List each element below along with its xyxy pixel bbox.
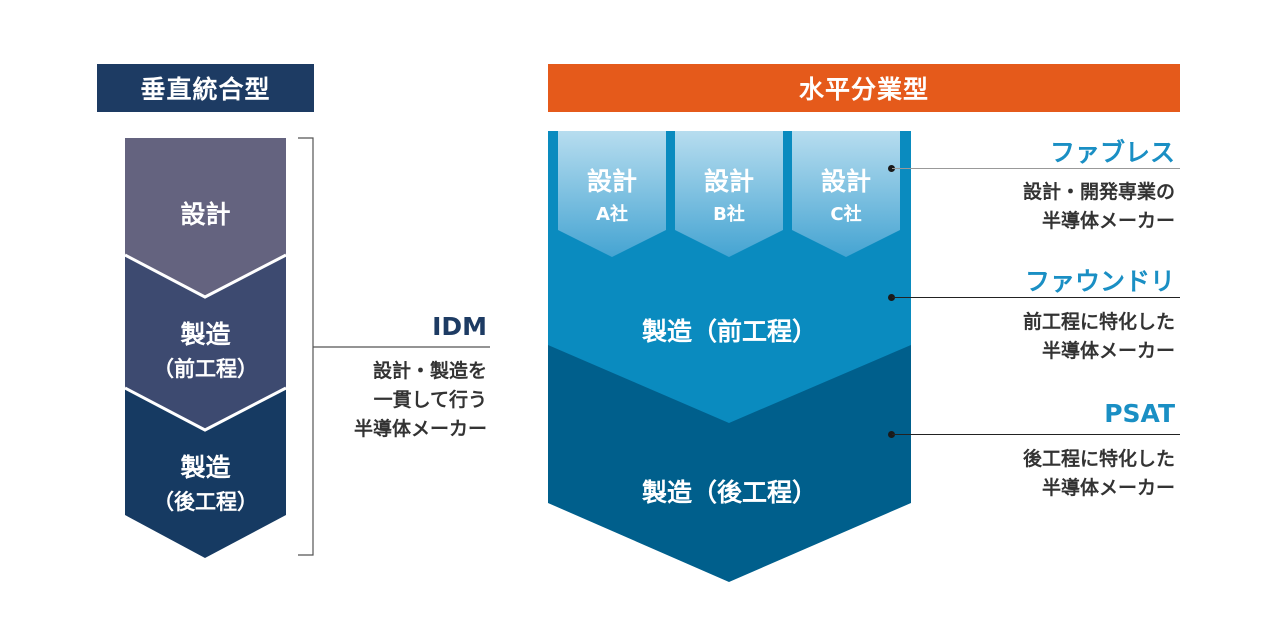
design-tab-a: 設計 A社 xyxy=(558,162,666,226)
vertical-back-line2: （後工程） xyxy=(153,490,258,514)
foundry-desc-line: 半導体メーカー xyxy=(1041,340,1175,362)
fabless-description: 設計・開発専業の 半導体メーカー xyxy=(930,178,1175,236)
vertical-divider-1 xyxy=(124,253,287,299)
design-tab-a-line2: A社 xyxy=(596,204,628,225)
horizontal-front-label: 製造（前工程） xyxy=(641,317,817,346)
design-tab-a-shape xyxy=(558,131,666,257)
idm-desc-line: 一貫して行う xyxy=(373,389,487,411)
design-tab-b-shape xyxy=(675,131,783,257)
design-tab-c-shape xyxy=(792,131,900,257)
design-tab-b: 設計 B社 xyxy=(675,162,783,226)
psat-leader-line xyxy=(892,434,1180,435)
fabless-leader-line xyxy=(892,168,1180,169)
psat-desc-line: 半導体メーカー xyxy=(1041,477,1175,499)
fabless-dot xyxy=(888,165,895,172)
vertical-segment-front xyxy=(125,255,286,430)
vertical-front-label: 製造 （前工程） xyxy=(125,315,286,383)
design-tab-c: 設計 C社 xyxy=(792,162,900,226)
idm-desc-line: 半導体メーカー xyxy=(353,418,487,440)
horizontal-back-label: 製造（後工程） xyxy=(641,478,817,507)
design-tab-c-line2: C社 xyxy=(830,204,862,225)
idm-desc-line: 設計・製造を xyxy=(372,360,487,382)
foundry-leader-line xyxy=(892,297,1180,298)
fabless-desc-line: 設計・開発専業の xyxy=(1022,181,1175,203)
foundry-dot xyxy=(888,294,895,301)
design-tab-b-line2: B社 xyxy=(713,204,745,225)
vertical-back-line1: 製造 xyxy=(180,453,231,482)
idm-description: 設計・製造を 一貫して行う 半導体メーカー xyxy=(300,357,487,444)
vertical-segment-back xyxy=(125,388,286,558)
psat-desc-line: 後工程に特化した xyxy=(1022,448,1175,470)
fabless-desc-line: 半導体メーカー xyxy=(1041,210,1175,232)
psat-title: PSAT xyxy=(1104,399,1175,428)
fabless-title: ファブレス xyxy=(1049,138,1175,167)
vertical-front-line1: 製造 xyxy=(180,320,231,349)
design-tab-b-line1: 設計 xyxy=(703,167,754,196)
design-tab-c-line1: 設計 xyxy=(820,167,871,196)
vertical-divider-2 xyxy=(124,386,287,432)
idm-bracket xyxy=(298,137,314,556)
psat-description: 後工程に特化した 半導体メーカー xyxy=(930,445,1175,503)
psat-dot xyxy=(888,431,895,438)
vertical-integration-header: 垂直統合型 xyxy=(97,64,314,112)
vertical-design-label: 設計 xyxy=(180,200,231,229)
vertical-back-label: 製造 （後工程） xyxy=(125,448,286,516)
design-tab-a-line1: 設計 xyxy=(586,167,637,196)
vertical-front-line2: （前工程） xyxy=(153,357,258,381)
foundry-title: ファウンドリ xyxy=(1024,267,1175,296)
foundry-desc-line: 前工程に特化した xyxy=(1022,311,1175,333)
foundry-description: 前工程に特化した 半導体メーカー xyxy=(930,308,1175,366)
idm-title: IDM xyxy=(432,312,487,341)
horizontal-division-header: 水平分業型 xyxy=(548,64,1180,112)
vertical-segment-design xyxy=(125,138,286,297)
